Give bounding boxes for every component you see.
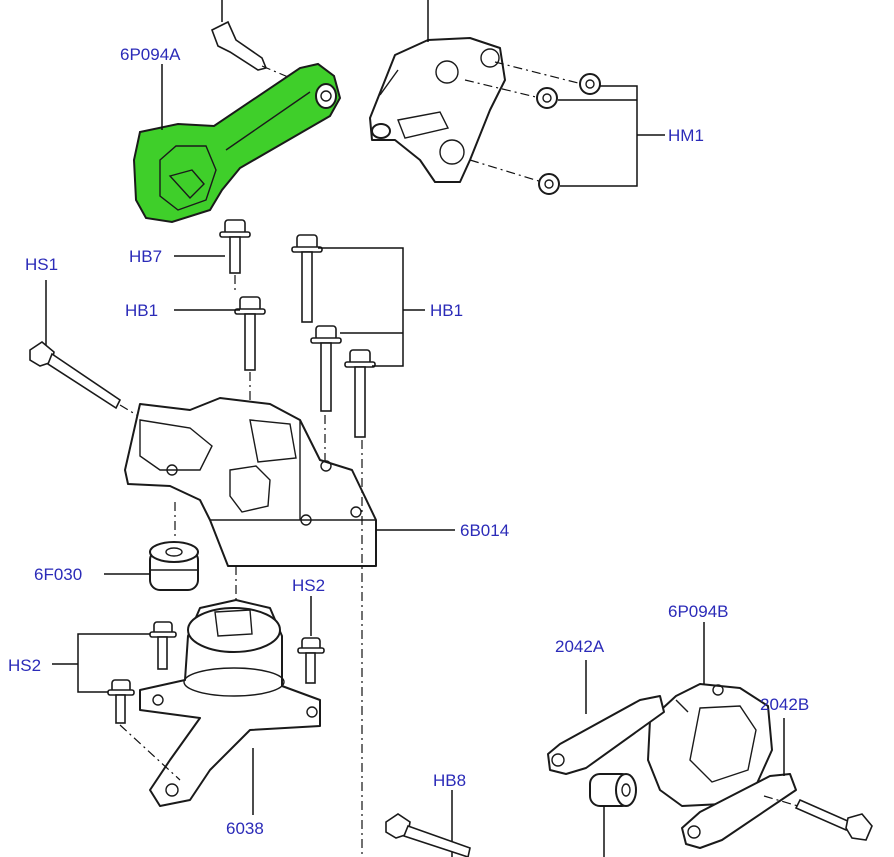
rod-bolt-axis <box>261 65 301 83</box>
label-hs1: HS1 <box>25 255 59 274</box>
rear-mount-6P094B <box>647 683 773 807</box>
hs2-left-bracket <box>77 633 150 693</box>
label-6B014: 6B014 <box>460 521 510 540</box>
link-2042A <box>547 695 665 775</box>
hm1-alignment-lines <box>464 61 583 183</box>
bushing-6F030 <box>149 541 199 591</box>
hm1-nuts <box>536 73 601 195</box>
label-hb1-left: HB1 <box>125 301 159 320</box>
label-hm1: HM1 <box>668 126 704 145</box>
hb1-bolts-right <box>291 234 376 438</box>
upper-mount-bracket <box>369 37 506 183</box>
hm1-bracket-line <box>558 85 665 187</box>
label-6P094B: 6P094B <box>668 602 729 621</box>
label-hb1-right: HB1 <box>430 301 464 320</box>
label-6038: 6038 <box>226 819 264 838</box>
hb7-bolt <box>219 219 251 274</box>
label-hb7: HB7 <box>129 247 163 266</box>
label-2042A: 2042A <box>555 637 605 656</box>
label-2042B: 2042B <box>760 695 810 714</box>
bushing-rear <box>589 773 637 807</box>
label-hs2-top: HS2 <box>292 576 326 595</box>
hb1-right-bracket <box>318 247 404 367</box>
label-6F030: 6F030 <box>34 565 83 584</box>
hs1-bolt <box>29 341 122 410</box>
torque-rod-6P094A <box>132 62 342 224</box>
hb1-bolt-left <box>234 296 266 371</box>
label-hs2-left: HS2 <box>8 656 42 675</box>
lower-mount-6038 <box>139 599 321 807</box>
rod-bolt <box>210 0 268 71</box>
hb8-bolt <box>385 813 471 857</box>
rear-bolt <box>794 798 873 841</box>
label-6P094A: 6P094A <box>120 45 181 64</box>
link-2042B <box>681 773 797 849</box>
mount-bracket-6B014 <box>124 397 377 567</box>
label-hb8: HB8 <box>433 771 467 790</box>
